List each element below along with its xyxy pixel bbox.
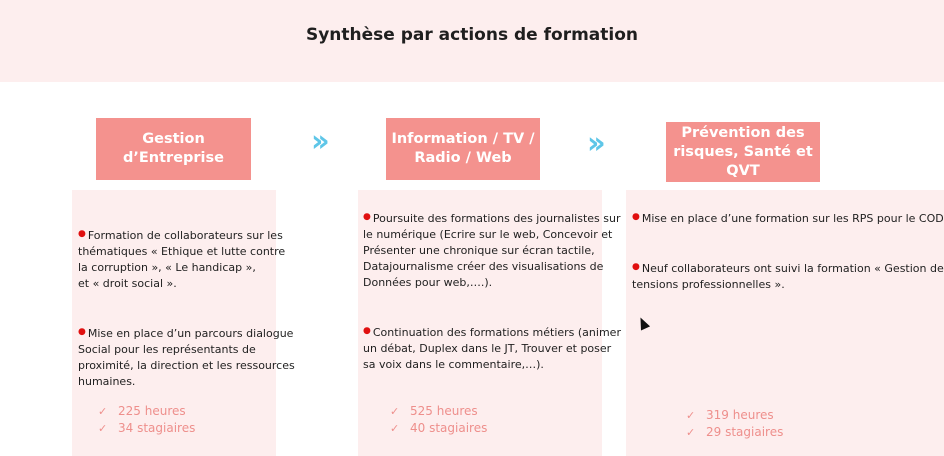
column-stats-2: ✓525 heures ✓40 stagiaires — [390, 403, 487, 437]
list-item-text: Mise en place d’un parcours dialogue Soc… — [78, 327, 295, 388]
list-item-text: Neuf collaborateurs ont suivi la formati… — [632, 262, 944, 291]
bullet-dot-icon: ● — [78, 327, 86, 337]
list-item: ●Mise en place d’une formation sur les R… — [632, 209, 944, 227]
column-body-2: ●Poursuite des formations des journalist… — [363, 193, 633, 405]
double-chevron-right-icon: ›› — [311, 124, 330, 159]
column-body-1: ●Formation de collaborateurs sur les thé… — [78, 210, 308, 422]
column-heading-2: Information / TV / Radio / Web — [386, 118, 540, 180]
column-heading-2-text: Information / TV / Radio / Web — [391, 131, 535, 166]
column-heading-1: Gestion d’Entreprise — [96, 118, 251, 180]
list-item: ●Poursuite des formations des journalist… — [363, 209, 633, 291]
list-item-text: Continuation des formations métiers (ani… — [363, 326, 621, 371]
list-item-text: Formation de collaborateurs sur les thém… — [78, 229, 286, 290]
check-mark-icon: ✓ — [686, 426, 696, 439]
column-heading-3: Prévention des risques, Santé et QVT — [666, 122, 820, 182]
list-item: ●Mise en place d’un parcours dialogue So… — [78, 324, 308, 390]
column-panel-1 — [72, 190, 276, 456]
list-item-text: Poursuite des formations des journaliste… — [363, 212, 621, 289]
column-heading-3-text: Prévention des risques, Santé et QVT — [673, 124, 813, 179]
column-stats-3: ✓319 heures ✓29 stagiaires — [686, 407, 783, 441]
stat-hours: ✓525 heures — [390, 404, 478, 418]
check-mark-icon: ✓ — [686, 409, 696, 422]
page-title: Synthèse par actions de formation — [305, 25, 638, 45]
stat-hours: ✓319 heures — [686, 408, 774, 422]
column-heading-1-text: Gestion d’Entreprise — [123, 131, 224, 166]
bullet-dot-icon: ● — [78, 229, 86, 239]
title-band: Synthèse par actions de formation — [0, 0, 944, 82]
check-mark-icon: ✓ — [98, 422, 108, 435]
double-chevron-right-icon: ›› — [587, 126, 606, 161]
column-panel-3 — [626, 190, 944, 456]
bullet-dot-icon: ● — [632, 262, 640, 272]
bullet-dot-icon: ● — [363, 326, 371, 336]
stat-trainees: ✓29 stagiaires — [686, 425, 784, 439]
bullet-dot-icon: ● — [363, 212, 371, 222]
list-item-text: Mise en place d’une formation sur les RP… — [641, 212, 944, 225]
column-stats-1: ✓225 heures ✓34 stagiaires — [98, 403, 195, 437]
list-item: ●Continuation des formations métiers (an… — [363, 323, 633, 373]
stat-trainees: ✓40 stagiaires — [390, 421, 488, 435]
bullet-dot-icon: ● — [632, 212, 640, 222]
column-panel-2 — [358, 190, 602, 456]
check-mark-icon: ✓ — [98, 405, 108, 418]
check-mark-icon: ✓ — [390, 422, 400, 435]
list-item: ●Formation de collaborateurs sur les thé… — [78, 226, 308, 292]
check-mark-icon: ✓ — [390, 405, 400, 418]
list-item: ●Neuf collaborateurs ont suivi la format… — [632, 259, 944, 293]
column-body-3: ●Mise en place d’une formation sur les R… — [632, 193, 944, 325]
stat-hours: ✓225 heures — [98, 404, 186, 418]
stat-trainees: ✓34 stagiaires — [98, 421, 196, 435]
